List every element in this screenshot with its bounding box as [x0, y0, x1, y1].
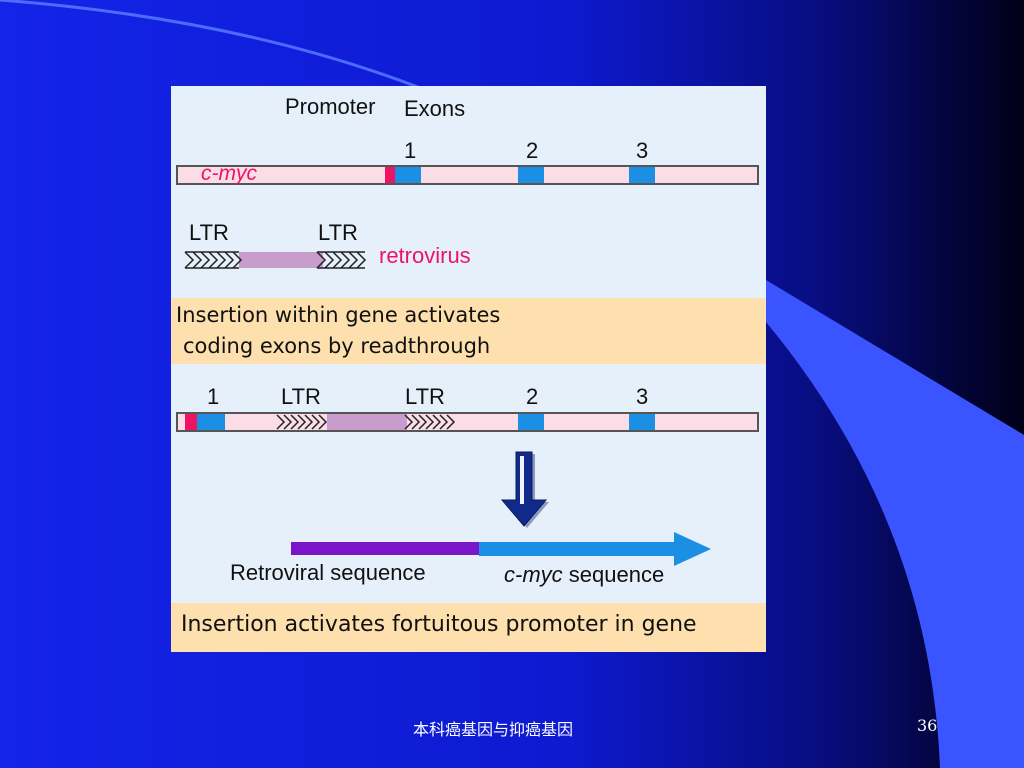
- exons-label: Exons: [404, 96, 466, 121]
- exon-number-2: 2: [526, 138, 539, 163]
- exon-3-block: [629, 167, 655, 183]
- bar2-ltr-label-left: LTR: [281, 384, 321, 409]
- promoter-label: Promoter: [285, 94, 376, 119]
- slide-page-number: 36: [917, 716, 938, 735]
- retrovirus-element: [184, 251, 367, 269]
- diagram-panel: Promoter Exons 1 2 3 c-myc LTR LTR retro…: [171, 86, 766, 652]
- ltr-label-right: LTR: [318, 220, 358, 245]
- exon-number-3: 3: [636, 138, 649, 163]
- inserted-ltr-left: [276, 414, 328, 430]
- bar2-ltr-label-right: LTR: [405, 384, 445, 409]
- inserted-provirus-body: [327, 414, 407, 430]
- readthrough-note: Insertion within gene activates coding e…: [171, 298, 766, 364]
- ltr-chevrons-right: [316, 251, 367, 269]
- down-arrow-icon: [500, 451, 549, 528]
- inserted-provirus: [276, 414, 456, 430]
- retrovirus-body: [239, 252, 323, 268]
- retroviral-transcript-segment: [291, 542, 481, 555]
- cmyc-sequence-gene: c-myc: [504, 562, 563, 587]
- cmyc-sequence-label: c-myc sequence: [504, 562, 664, 588]
- retrovirus-label: retrovirus: [379, 243, 471, 268]
- cmyc-insertion-bar: [176, 412, 759, 432]
- ltr-label-left: LTR: [189, 220, 229, 245]
- exon-number-1: 1: [404, 138, 417, 163]
- exon-1-block: [395, 167, 421, 183]
- readthrough-note-line-1: Insertion within gene activates: [176, 303, 501, 327]
- ltr-chevrons-left: [184, 251, 243, 269]
- bar2-exon-number-2: 2: [526, 384, 539, 409]
- cmyc-sequence-suffix: sequence: [562, 562, 665, 587]
- bar2-exon-3-block: [629, 414, 655, 430]
- readthrough-note-line-2: coding exons by readthrough: [183, 334, 491, 358]
- inserted-ltr-right: [404, 414, 456, 430]
- cmyc-gene-label: c-myc: [201, 162, 257, 185]
- bar2-exon-number-1: 1: [207, 384, 220, 409]
- bar2-exon-2-block: [518, 414, 544, 430]
- exon-2-block: [518, 167, 544, 183]
- bar2-promoter-block: [185, 414, 197, 430]
- bar2-exon-1-block: [197, 414, 225, 430]
- decorative-wave-right: [766, 280, 1024, 768]
- retroviral-sequence-label: Retroviral sequence: [230, 560, 426, 585]
- slide-footer-title: 本科癌基因与抑癌基因: [413, 720, 574, 739]
- cmyc-transcript-arrow-shape: [479, 532, 711, 566]
- cmyc-gene-bar: [176, 165, 759, 185]
- bar2-exon-number-3: 3: [636, 384, 649, 409]
- decorative-wave-top: [0, 0, 451, 102]
- promoter-note: Insertion activates fortuitous promoter …: [171, 603, 766, 652]
- promoter-block: [385, 167, 395, 183]
- cmyc-transcript-arrow: [479, 532, 711, 566]
